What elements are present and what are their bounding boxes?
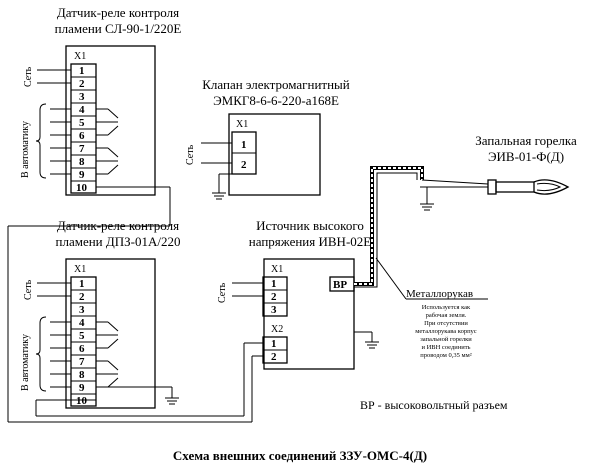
valve-title-line1: Клапан электромагнитный [202, 77, 350, 92]
hv-x2-label: X2 [271, 324, 283, 335]
relay-dpz-term-10: 10 [76, 395, 88, 407]
valve-body [228, 113, 321, 196]
relay-dpz-contacts [96, 321, 119, 388]
cable-title: Металлорукав [406, 288, 473, 300]
burner-title-line2: ЭИВ-01-Ф(Д) [488, 149, 564, 164]
relay-sl90-term-9: 9 [79, 169, 85, 181]
relay-sl90-title-line2: пламени СЛ-90-1/220Е [55, 21, 182, 36]
relay-sl90-body [65, 45, 156, 196]
relay-sl90-contacts [96, 108, 119, 175]
relay-sl90-auto-wires [35, 103, 71, 179]
hv-x1-term-3: 3 [271, 304, 277, 316]
hv-title-line2: напряжения ИВН-02Е [249, 234, 371, 249]
pilot-burner: Запальная горелка ЭИВ-01-Ф(Д) [420, 133, 577, 211]
burner-title-line1: Запальная горелка [475, 133, 577, 148]
hv-x2-term-2: 2 [271, 351, 277, 363]
flame-icon [533, 179, 570, 195]
cable-note-3: При отсутствии [424, 320, 468, 327]
valve-title-line2: ЭМКГ8-6-6-220-а168Е [213, 93, 339, 108]
relay-dpz-ground [96, 386, 179, 405]
hv-title-line1: Источник высокого [256, 218, 364, 233]
relay-dpz-mains-wires [37, 282, 71, 297]
cable-note-4: металлорукава корпус [415, 328, 477, 335]
relay-dpz-connector-label: X1 [74, 264, 86, 275]
relay-dpz-auto-wires [35, 316, 71, 392]
valve-mains-wires [201, 142, 232, 200]
relay-sl90-term-10: 10 [76, 182, 88, 194]
relay-dpz-term-7: 7 [79, 356, 85, 368]
relay-dpz-mains-label: Сеть [23, 279, 34, 300]
valve-term-2: 2 [241, 159, 247, 171]
hv-x1-term-2: 2 [271, 291, 277, 303]
hv-x2-term-1: 1 [271, 338, 277, 350]
relay-sl90-term-5: 5 [79, 117, 85, 129]
hv-x1-term-1: 1 [271, 278, 277, 290]
relay-sl90-mains-label: Сеть [23, 66, 34, 87]
relay-sl90-title-line1: Датчик-реле контроля [57, 5, 179, 20]
relay-dpz-term-5: 5 [79, 330, 85, 342]
relay-dpz-body [65, 258, 156, 409]
burner-flange [487, 179, 497, 195]
relay-sl90-term-3: 3 [79, 91, 85, 103]
relay-sl90-term-1: 1 [79, 65, 85, 77]
valve-mains-label: Сеть [185, 144, 196, 165]
relay-dpz-term-8: 8 [79, 369, 85, 381]
hv-source: Источник высокого напряжения ИВН-02Е X1 … [217, 218, 379, 370]
cable-note-5: запальной горелки [420, 336, 472, 343]
cable-note-7: проводом 0,35 мм² [420, 352, 471, 359]
relay-sl90-term-8: 8 [79, 156, 85, 168]
valve-term-1: 1 [241, 139, 247, 151]
cable-note-1: Используется как [422, 304, 471, 311]
relay-dpz-term-2: 2 [79, 291, 85, 303]
relay-dpz-term-6: 6 [79, 343, 85, 355]
relay-sl90-term-6: 6 [79, 130, 85, 142]
hv-shielded-cable [354, 166, 489, 288]
burner-tube [495, 181, 535, 193]
relay-sl90-term-4: 4 [79, 104, 85, 116]
relay-dpz-title-line2: пламени ДПЗ-01А/220 [56, 234, 181, 249]
cable-leader [375, 257, 488, 300]
diagram-caption: Схема внешних соединений ЗЗУ-ОМС-4(Д) [173, 448, 427, 463]
relay-sl90-mains-wires [37, 69, 71, 84]
cable-note-2: рабочая земля. [426, 312, 467, 319]
hv-x1-label: X1 [271, 264, 283, 275]
interconnect-wires [7, 186, 263, 423]
burner-ground-wire [420, 186, 488, 211]
relay-sl90-auto-label: В автоматику [20, 121, 31, 178]
relay-sl90: Датчик-реле контроля пламени СЛ-90-1/220… [20, 5, 182, 196]
relay-dpz-term-3: 3 [79, 304, 85, 316]
hv-mains-wires [232, 282, 263, 297]
solenoid-valve: Клапан электромагнитный ЭМКГ8-6-6-220-а1… [185, 77, 350, 200]
relay-dpz-term-9: 9 [79, 382, 85, 394]
relay-dpz-term-4: 4 [79, 317, 85, 329]
hv-ground [354, 331, 379, 349]
relay-dpz-auto-label: В автоматику [20, 334, 31, 391]
valve-connector-label: X1 [236, 119, 248, 130]
relay-dpz-term-1: 1 [79, 278, 85, 290]
relay-sl90-connector-label: X1 [74, 51, 86, 62]
relay-dpz01a: Датчик-реле контроля пламени ДПЗ-01А/220… [20, 218, 181, 409]
relay-sl90-term-2: 2 [79, 78, 85, 90]
hv-mains-label: Сеть [217, 282, 228, 303]
relay-sl90-term-7: 7 [79, 143, 85, 155]
legend-hv-connector: ВР - высоковольтный разъем [360, 398, 508, 412]
hv-connector-label: ВР [333, 279, 347, 291]
cable-note-6: и ИВН соединить [421, 344, 470, 351]
hv-body [263, 258, 355, 370]
